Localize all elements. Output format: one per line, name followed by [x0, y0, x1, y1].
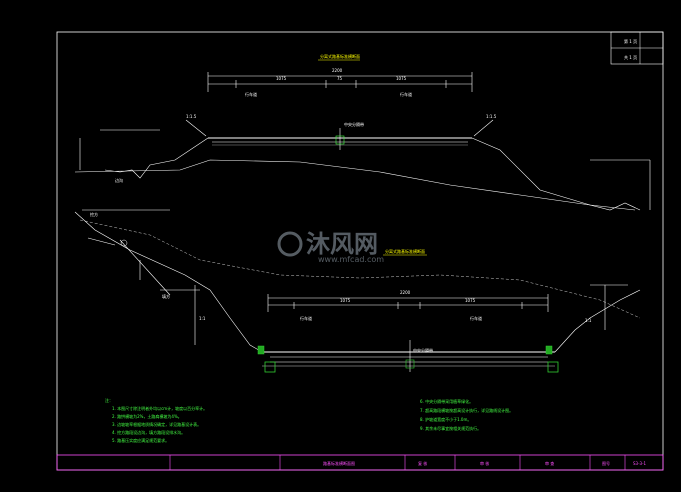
upper-total-width: 2200 [332, 68, 343, 73]
note-left-3: 3. 边坡坡率根据地质情况确定，详见路基设计表。 [112, 421, 201, 427]
note-right-2: 7. 超高路段横坡按超高设计执行，详见路线设计图。 [420, 407, 513, 413]
lower-section [74, 209, 641, 372]
drawing-title: 路基标准横断面图 [323, 460, 355, 466]
lower-lane-right: 行车道 [470, 315, 482, 321]
watermark-brand: 沐风网 [306, 230, 378, 258]
upper-section [74, 72, 651, 211]
lower-fill-note: 填方 [162, 293, 170, 299]
upper-right-half: 1075 [396, 76, 407, 81]
watermark-logo-icon [277, 231, 303, 257]
note-left-5: 5. 路基压实度应满足规范要求。 [112, 437, 169, 443]
upper-center-line: 中央分隔带 [344, 121, 364, 127]
corner-total: 共 1 页 [624, 54, 637, 60]
watermark-url: www.mfcad.com [318, 255, 384, 264]
notes-heading: 注： [105, 397, 113, 403]
note-left-1: 1. 本图尺寸除注明者外均以cm计，坡度以百分率计。 [112, 405, 207, 411]
corner-block: 第 1 页 共 1 页 [610, 31, 664, 65]
title-cell-3: 审 查 [545, 460, 554, 466]
lower-lane-left: 行车道 [300, 315, 312, 321]
upper-median: 75 [337, 76, 343, 81]
title-cell-2: 审 核 [480, 460, 489, 466]
lower-right-slope: 1:1 [585, 318, 592, 323]
upper-ditch: 边沟 [115, 177, 123, 183]
note-left-2: 2. 路拱横坡为2%，土路肩横坡为4%。 [112, 413, 182, 419]
watermark: 沐风网 www.mfcad.com [277, 230, 384, 264]
lower-center-line: 中央分隔带 [413, 347, 433, 353]
lower-section-title: 分离式路基标准横断面 [385, 248, 425, 254]
note-right-4: 9. 其余未尽事宜按相关规范执行。 [420, 425, 481, 431]
drawing-no: S3-3-1 [633, 461, 647, 466]
lower-left-half: 1075 [340, 298, 351, 303]
note-right-1: 6. 中央分隔带采用植草绿化。 [420, 398, 473, 404]
title-block: 路基标准横断面图 复 核 审 核 审 查 图号 S3-3-1 [56, 454, 664, 471]
lower-total-width: 2200 [400, 290, 411, 295]
lower-right-half: 1075 [465, 298, 476, 303]
upper-right-slope: 1:1.5 [486, 114, 497, 119]
note-left-4: 4. 挖方路段设边沟，填方路段设排水沟。 [112, 429, 185, 435]
upper-left-slope: 1:1.5 [186, 114, 197, 119]
upper-left-half: 1075 [276, 76, 287, 81]
upper-lane-left: 行车道 [245, 91, 257, 97]
lower-left-slope: 1:1 [199, 316, 206, 321]
note-right-3: 8. 护坡道宽度不小于1.0m。 [420, 416, 471, 422]
upper-section-title: 分离式路基标准横断面 [320, 53, 360, 59]
notes-block: 注： 1. 本图尺寸除注明者外均以cm计，坡度以百分率计。 2. 路拱横坡为2%… [105, 397, 513, 443]
lower-cut-note: 挖方 [90, 211, 98, 217]
drawing-no-label: 图号 [602, 460, 610, 466]
corner-page: 第 1 页 [624, 38, 637, 44]
title-cell-1: 复 核 [418, 460, 427, 466]
upper-lane-right: 行车道 [400, 91, 412, 97]
